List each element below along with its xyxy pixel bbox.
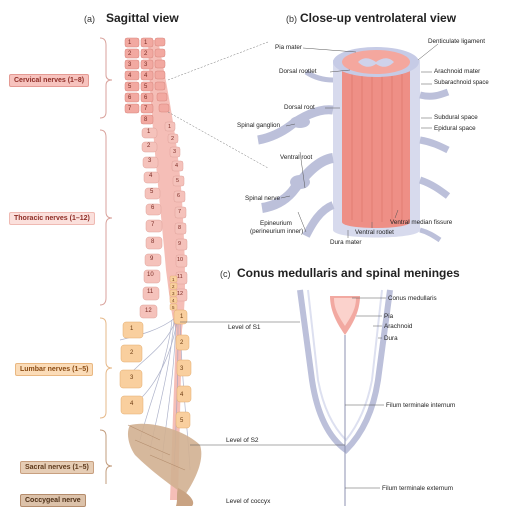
cervical-number: 5 xyxy=(144,82,147,93)
cervical-number: 1 xyxy=(144,38,147,49)
thoracic-number: 2 xyxy=(171,136,174,142)
thoracic-number: 7 xyxy=(178,209,181,215)
label-subarachnoid-space: Subarachnoid space xyxy=(434,80,489,86)
thoracic-number: 4 xyxy=(149,173,152,179)
label-filum-terminale-externum: Filum terminale externum xyxy=(382,485,453,492)
label-perineurium: (perineurium inner) xyxy=(250,228,303,235)
region-brackets xyxy=(100,38,112,305)
label-subdural-space: Subdural space xyxy=(434,114,478,121)
sacrum xyxy=(128,424,201,495)
label-spinal-ganglion: Spinal ganglion xyxy=(237,122,280,129)
lumbar-number: 5 xyxy=(180,418,183,424)
lumbar-number: 4 xyxy=(130,401,133,407)
lumbar-number: 4 xyxy=(180,392,183,398)
level-s1-label: Level of S1 xyxy=(228,324,261,331)
cervical-number: 5 xyxy=(128,82,131,93)
thoracic-number: 4 xyxy=(175,163,178,169)
conus-number: 4 xyxy=(172,297,175,304)
lumbar-number: 1 xyxy=(130,326,133,332)
cervical-number: 1 xyxy=(128,38,131,49)
cervical-number: 2 xyxy=(128,49,131,60)
conus-diagram xyxy=(300,290,390,506)
label-ventral-median-fissure: Ventral median fissure xyxy=(390,219,452,226)
thoracic-number: 2 xyxy=(147,143,150,149)
lumbar-number: 2 xyxy=(180,340,183,346)
conus-number: 3 xyxy=(172,290,175,297)
cervical-number: 6 xyxy=(128,93,131,104)
thoracic-number: 6 xyxy=(151,205,154,211)
thoracic-number: 9 xyxy=(178,241,181,247)
cervical-number: 4 xyxy=(144,71,147,82)
cervical-number: 8 xyxy=(144,115,147,126)
label-ventral-root: Ventral root xyxy=(280,154,312,161)
thoracic-number: 5 xyxy=(176,178,179,184)
label-dura: Dura xyxy=(384,335,398,342)
thoracic-number: 11 xyxy=(177,274,183,280)
label-spinal-nerve: Spinal nerve xyxy=(245,195,280,202)
thoracic-number: 6 xyxy=(177,193,180,199)
label-epidural-space: Epidural space xyxy=(434,125,476,132)
thoracic-number: 9 xyxy=(150,256,153,262)
thoracic-number: 7 xyxy=(151,222,154,228)
label-denticulate-ligament: Denticulate ligament xyxy=(428,38,485,45)
thoracic-number: 10 xyxy=(177,257,183,263)
close-up-cord xyxy=(258,47,448,240)
cervical-number: 4 xyxy=(128,71,131,82)
thoracic-number: 1 xyxy=(147,129,150,135)
label-ventral-rootlet: Ventral rootlet xyxy=(355,229,394,236)
label-arachnoid-mater: Arachnoid mater xyxy=(434,68,480,75)
cervical-number: 7 xyxy=(128,104,131,115)
level-s2-label: Level of S2 xyxy=(226,437,259,444)
thoracic-number: 3 xyxy=(173,149,176,155)
label-filum-terminale-internum: Filum terminale internum xyxy=(386,402,455,409)
thoracic-number: 5 xyxy=(150,189,153,195)
thoracic-number: 11 xyxy=(147,289,153,295)
cervical-nerves-tag: Cervical nerves (1–8) xyxy=(9,74,89,87)
thoracic-number: 3 xyxy=(148,158,151,164)
lumbar-number: 3 xyxy=(130,375,133,381)
label-dorsal-rootlet: Dorsal rootlet xyxy=(279,68,316,75)
thoracic-number: 12 xyxy=(177,291,183,297)
lumbar-number: 1 xyxy=(180,314,183,320)
sacral-nerves-tag: Sacral nerves (1–5) xyxy=(20,461,94,474)
label-arachnoid: Arachnoid xyxy=(384,323,412,330)
label-dura-mater: Dura mater xyxy=(330,239,362,246)
thoracic-number: 1 xyxy=(168,124,171,130)
cervical-number-list-right: 1 2 3 4 5 6 7 8 xyxy=(144,38,147,126)
thoracic-number: 10 xyxy=(147,272,154,278)
conus-number-list: 1 2 3 4 5 xyxy=(172,276,175,311)
conus-number: 5 xyxy=(172,304,175,311)
cervical-number: 6 xyxy=(144,93,147,104)
thoracic-number: 8 xyxy=(151,239,154,245)
label-pia-mater: Pia mater xyxy=(275,44,302,51)
label-dorsal-root: Dorsal root xyxy=(284,104,315,111)
conus-number: 2 xyxy=(172,283,175,290)
thoracic-number: 8 xyxy=(178,225,181,231)
label-epineurium: Epineurium xyxy=(260,220,292,227)
cervical-number-list: 1 2 3 4 5 6 7 xyxy=(128,38,131,115)
label-conus-medullaris: Conus medullaris xyxy=(388,295,437,302)
lumbar-number: 3 xyxy=(180,366,183,372)
cervical-number: 3 xyxy=(144,60,147,71)
lumbar-number: 2 xyxy=(130,350,133,356)
label-pia: Pia xyxy=(384,313,393,320)
cervical-number: 7 xyxy=(144,104,147,115)
cervical-number: 3 xyxy=(128,60,131,71)
coccygeal-nerve-tag: Coccygeal nerve xyxy=(20,494,86,507)
thoracic-number: 12 xyxy=(145,308,152,314)
level-coccyx-label: Level of coccyx xyxy=(226,498,270,505)
cervical-number: 2 xyxy=(144,49,147,60)
lumbar-nerves-tag: Lumbar nerves (1–5) xyxy=(15,363,93,376)
conus-number: 1 xyxy=(172,276,175,283)
thoracic-nerves-tag: Thoracic nerves (1–12) xyxy=(9,212,95,225)
